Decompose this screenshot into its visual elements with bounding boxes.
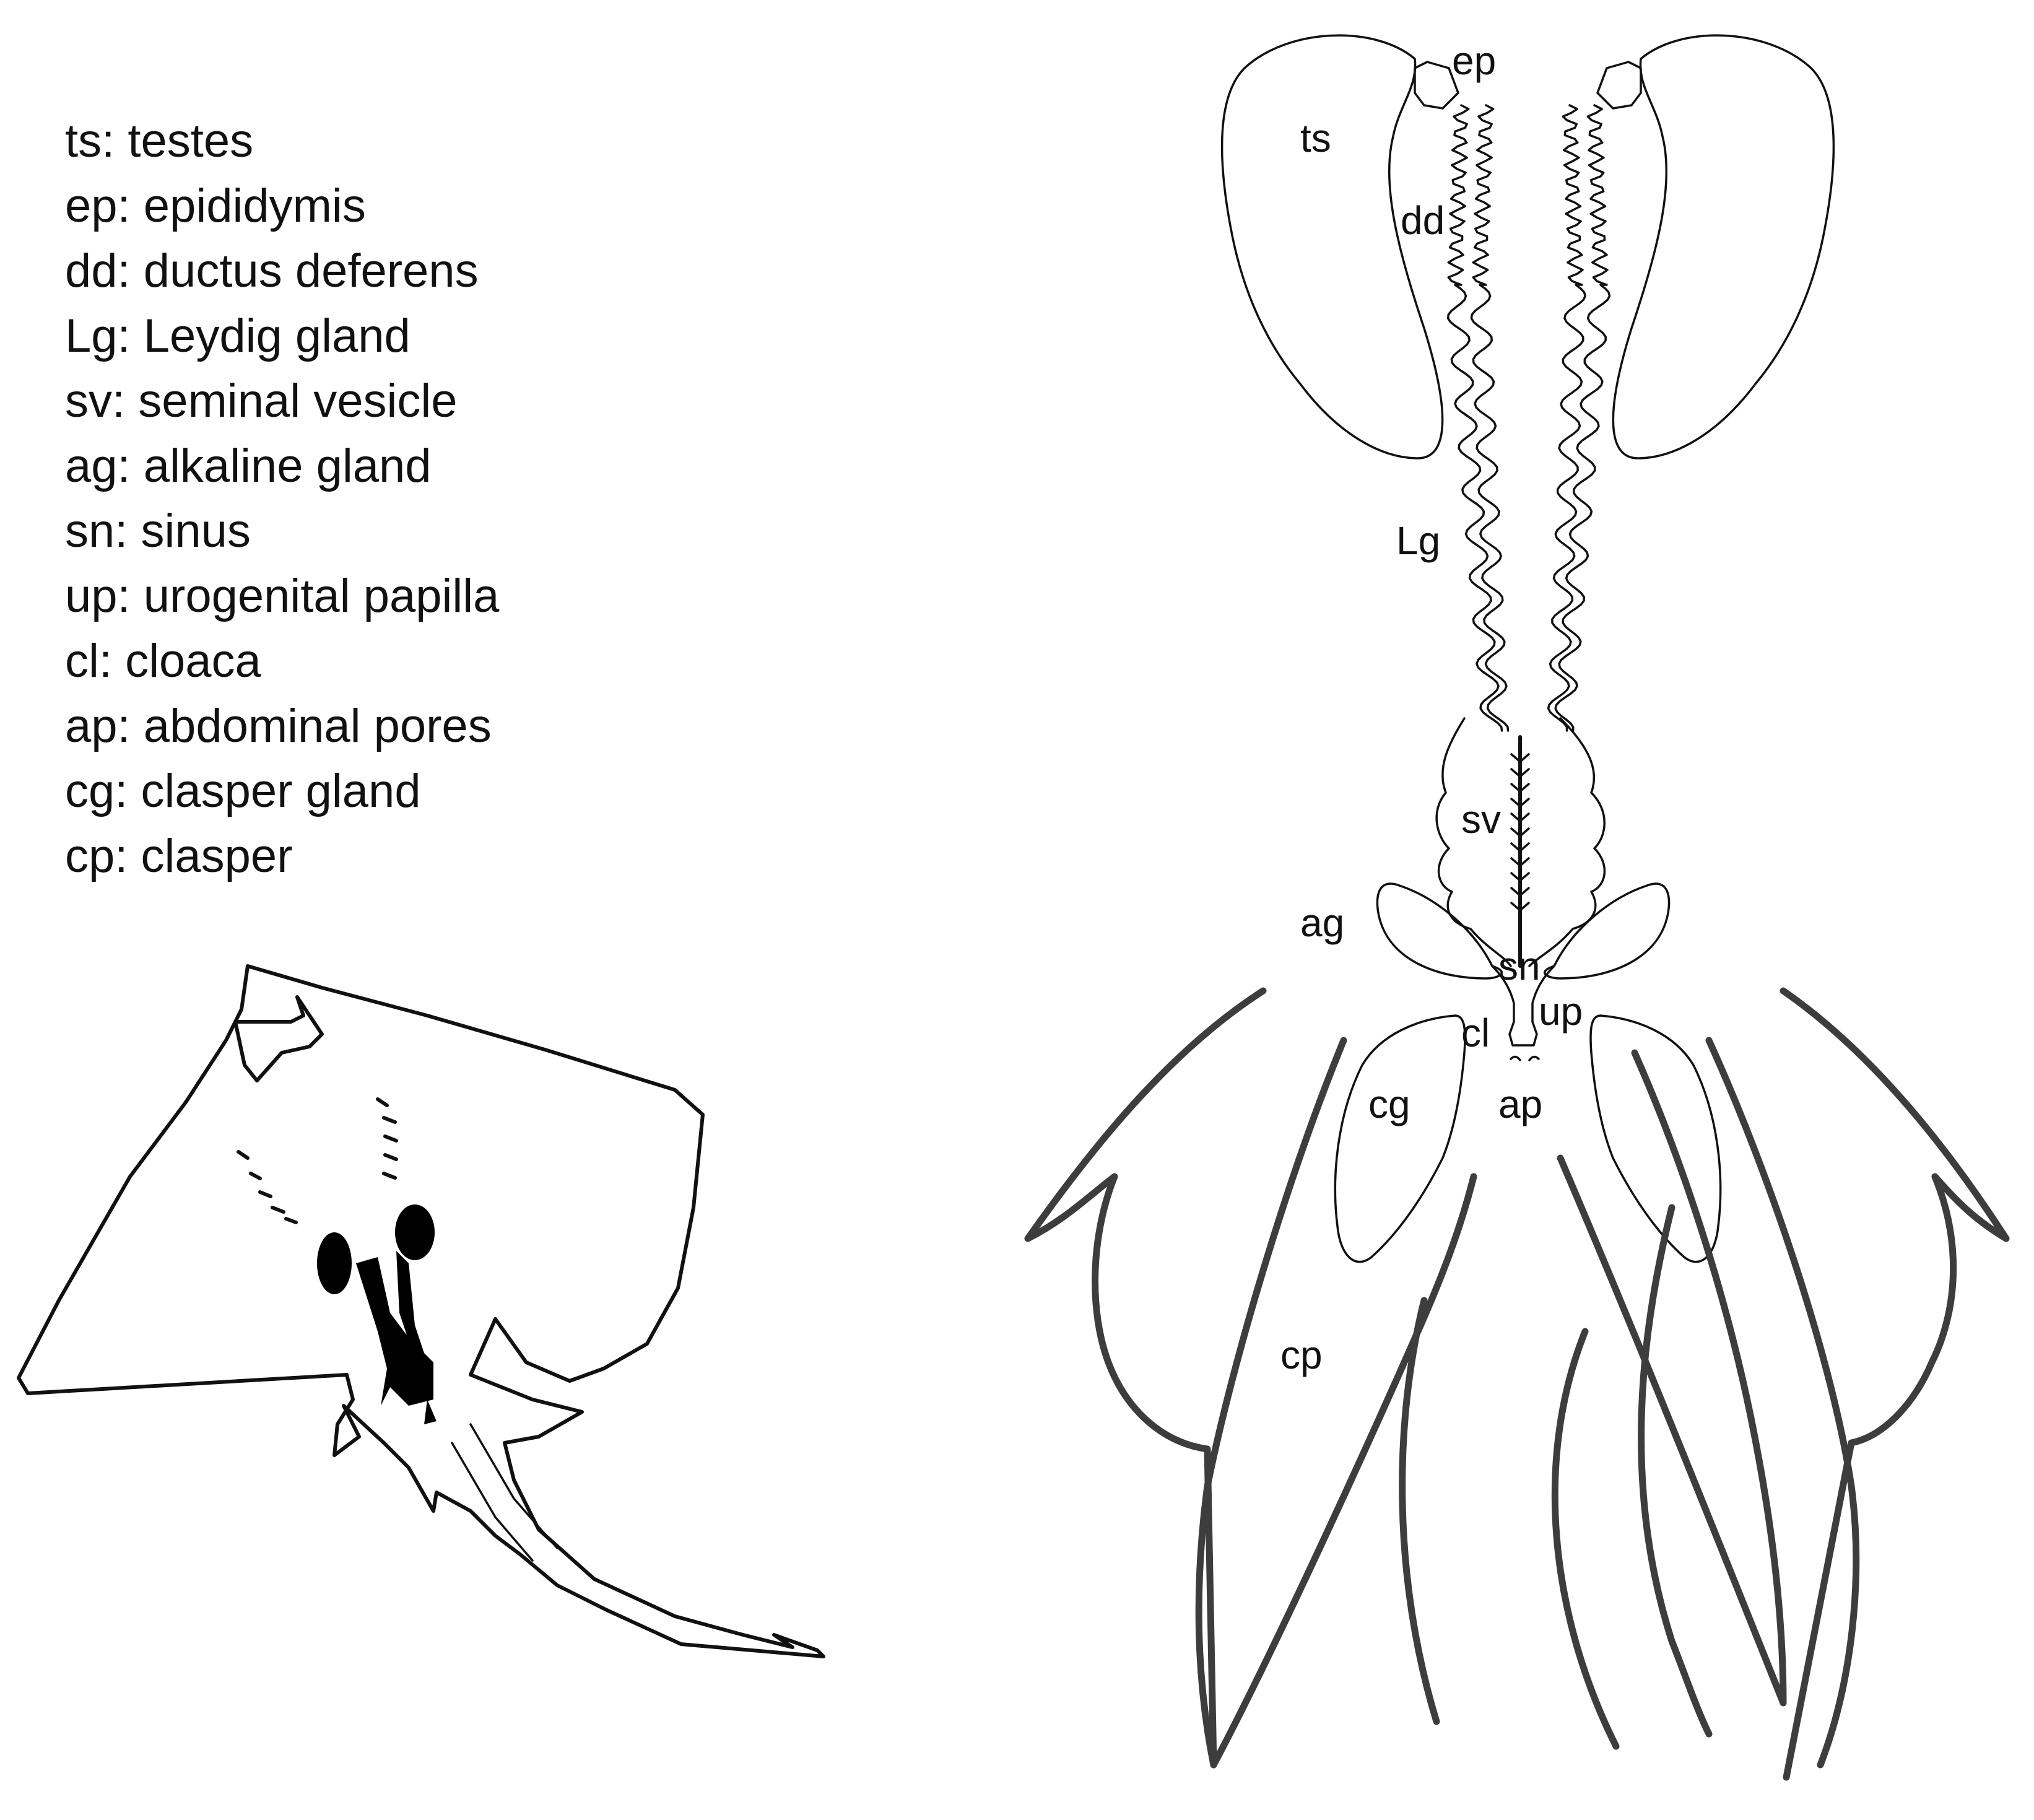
right-ductus-inner bbox=[1547, 104, 1586, 732]
sinus bbox=[1491, 965, 1555, 1023]
midline-tick bbox=[1519, 812, 1530, 822]
legend-item-dd: dd: ductus deferens bbox=[65, 245, 479, 297]
midline-tick bbox=[1519, 887, 1530, 897]
right-testis bbox=[1612, 34, 1835, 459]
midline-tick bbox=[1510, 768, 1521, 778]
left-epididymis bbox=[1414, 61, 1459, 110]
midline-tick bbox=[1519, 783, 1530, 793]
legend-item-ts: ts: testes bbox=[65, 115, 254, 167]
midline-tick bbox=[1519, 827, 1530, 837]
label-up: up bbox=[1539, 989, 1583, 1034]
midline-tick bbox=[1510, 798, 1521, 808]
legend-item-cl: cl: cloaca bbox=[65, 635, 261, 687]
legend-item-up: up: urogenital papilla bbox=[65, 570, 500, 622]
midline-tick bbox=[1510, 887, 1521, 897]
midline-tick bbox=[1510, 812, 1521, 822]
skate-silhouette bbox=[17, 964, 825, 1658]
midline-tick bbox=[1519, 842, 1530, 852]
legend-item-cp: cp: clasper bbox=[65, 830, 293, 882]
right-clasper-gland bbox=[1589, 1014, 1722, 1263]
label-lg: Lg bbox=[1396, 518, 1440, 563]
legend-item-ag: ag: alkaline gland bbox=[65, 440, 432, 492]
left-clasper-shaft bbox=[1195, 1037, 1477, 1769]
skate-tail bbox=[451, 1423, 558, 1562]
skate-gill-slits bbox=[237, 1097, 398, 1224]
skate-disc-outline bbox=[17, 964, 825, 1658]
midline-tick bbox=[1510, 857, 1521, 867]
right-clasper-shaft bbox=[1705, 1037, 1860, 1769]
skate-organs bbox=[317, 1204, 437, 1424]
label-ap: ap bbox=[1498, 1082, 1542, 1126]
legend-item-ep: ep: epididymis bbox=[65, 180, 366, 232]
right-seminal-vesicle bbox=[1528, 717, 1606, 967]
seminal-midline-ticks bbox=[1510, 753, 1530, 912]
right-inner-clasper bbox=[1557, 1049, 1787, 1707]
midline-tick bbox=[1510, 753, 1521, 763]
left-seminal-vesicle bbox=[1435, 717, 1512, 967]
left-testis bbox=[1220, 34, 1444, 459]
midline-tick bbox=[1510, 842, 1521, 852]
right-ductus-outer bbox=[1554, 104, 1611, 732]
midline-tick bbox=[1519, 798, 1530, 808]
label-ep: ep bbox=[1452, 38, 1496, 83]
label-sv: sv bbox=[1461, 797, 1501, 842]
legend-item-sv: sv: seminal vesicle bbox=[65, 375, 458, 427]
midline-tick bbox=[1519, 872, 1530, 882]
left-clasper-gland bbox=[1334, 1014, 1466, 1263]
abdominal-pores bbox=[1510, 1055, 1540, 1061]
midline-tick bbox=[1510, 902, 1521, 912]
skate-spiracle bbox=[233, 995, 324, 1082]
label-sn: sn bbox=[1498, 944, 1541, 988]
legend-item-ap: ap: abdominal pores bbox=[65, 700, 492, 752]
legend-item-cg: cg: clasper gland bbox=[65, 765, 421, 817]
left-alkaline-gland bbox=[1376, 882, 1503, 980]
midline-tick bbox=[1510, 872, 1521, 882]
midline-tick bbox=[1510, 827, 1521, 837]
left-ductus-outer bbox=[1446, 104, 1503, 732]
midline-tick bbox=[1519, 768, 1530, 778]
right-epididymis bbox=[1596, 61, 1642, 110]
midline-tick bbox=[1510, 783, 1521, 793]
left-inner-clasper bbox=[1399, 1297, 1620, 1750]
label-ag: ag bbox=[1300, 900, 1344, 945]
label-cl: cl bbox=[1461, 1011, 1490, 1055]
midline-tick bbox=[1519, 902, 1530, 912]
right-far-clasper bbox=[1638, 1204, 1713, 1738]
urogenital-papilla bbox=[1508, 1021, 1538, 1047]
label-dd: dd bbox=[1401, 198, 1445, 243]
midline-tick bbox=[1519, 857, 1530, 867]
left-outer-pelvic-fin bbox=[1024, 987, 1267, 1769]
reproductive-diagram: ep ts dd Lg sv ag sn up cl cg ap cp bbox=[1024, 34, 2010, 1781]
label-cg: cg bbox=[1368, 1082, 1410, 1126]
label-ts: ts bbox=[1300, 116, 1331, 160]
right-outer-pelvic-fin bbox=[1780, 987, 2010, 1781]
label-cp: cp bbox=[1280, 1333, 1323, 1377]
right-alkaline-gland bbox=[1544, 882, 1671, 980]
legend-item-sn: sn: sinus bbox=[65, 505, 251, 557]
legend-item-lg: Lg: Leydig gland bbox=[65, 310, 411, 362]
midline-tick bbox=[1519, 753, 1530, 763]
left-ductus-inner bbox=[1470, 104, 1510, 732]
